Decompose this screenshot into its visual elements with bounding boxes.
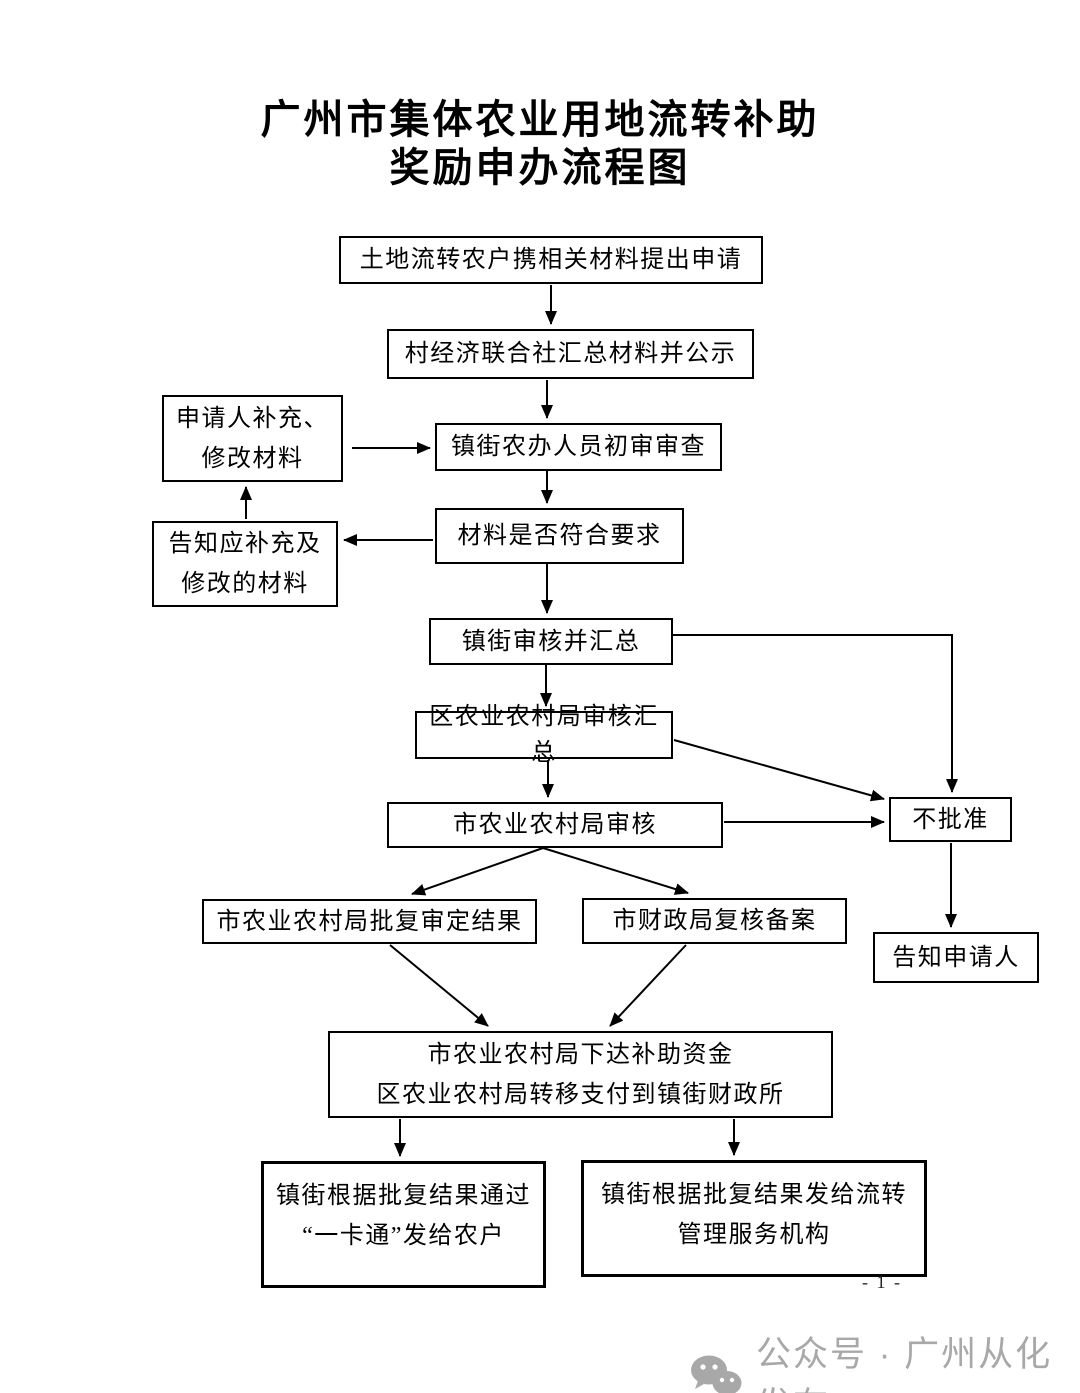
watermark-label: 公众号 · 广州从化发布 bbox=[756, 1335, 1053, 1393]
node-pay-farmers: 镇街根据批复结果通过 “一卡通”发给农户 bbox=[261, 1161, 546, 1288]
node-initial-review: 镇街农办人员初审审查 bbox=[435, 423, 722, 471]
page-title-line2: 奖励申办流程图 bbox=[389, 146, 691, 190]
node-finance-review: 市财政局复核备案 bbox=[582, 898, 847, 944]
watermark: 公众号 · 广州从化发布 bbox=[690, 1326, 1080, 1393]
page-title: 广州市集体农业用地流转补助 奖励申办流程图 bbox=[0, 96, 1080, 192]
node-notify-supplement: 告知应补充及 修改的材料 bbox=[152, 521, 338, 607]
node-city-review: 市农业农村局审核 bbox=[387, 802, 723, 848]
node-supplement: 申请人补充、 修改材料 bbox=[162, 395, 343, 482]
node-pay-org: 镇街根据批复结果发给流转 管理服务机构 bbox=[581, 1160, 927, 1277]
node-district-review: 区农业农村局审核汇总 bbox=[415, 704, 673, 766]
node-apply: 土地流转农户携相关材料提出申请 bbox=[339, 236, 763, 284]
node-town-review: 镇街审核并汇总 bbox=[429, 618, 673, 665]
wechat-icon bbox=[690, 1355, 742, 1393]
node-funds: 市农业农村局下达补助资金 区农业农村局转移支付到镇街财政所 bbox=[328, 1031, 833, 1118]
node-not-approved: 不批准 bbox=[889, 797, 1012, 842]
node-village: 村经济联合社汇总材料并公示 bbox=[387, 329, 754, 379]
node-city-result: 市农业农村局批复审定结果 bbox=[202, 899, 537, 944]
page-number: - 1 - bbox=[862, 1272, 902, 1292]
page-title-line1: 广州市集体农业用地流转补助 bbox=[260, 98, 820, 142]
node-notify-applicant: 告知申请人 bbox=[873, 932, 1039, 983]
node-check: 材料是否符合要求 bbox=[435, 508, 684, 564]
